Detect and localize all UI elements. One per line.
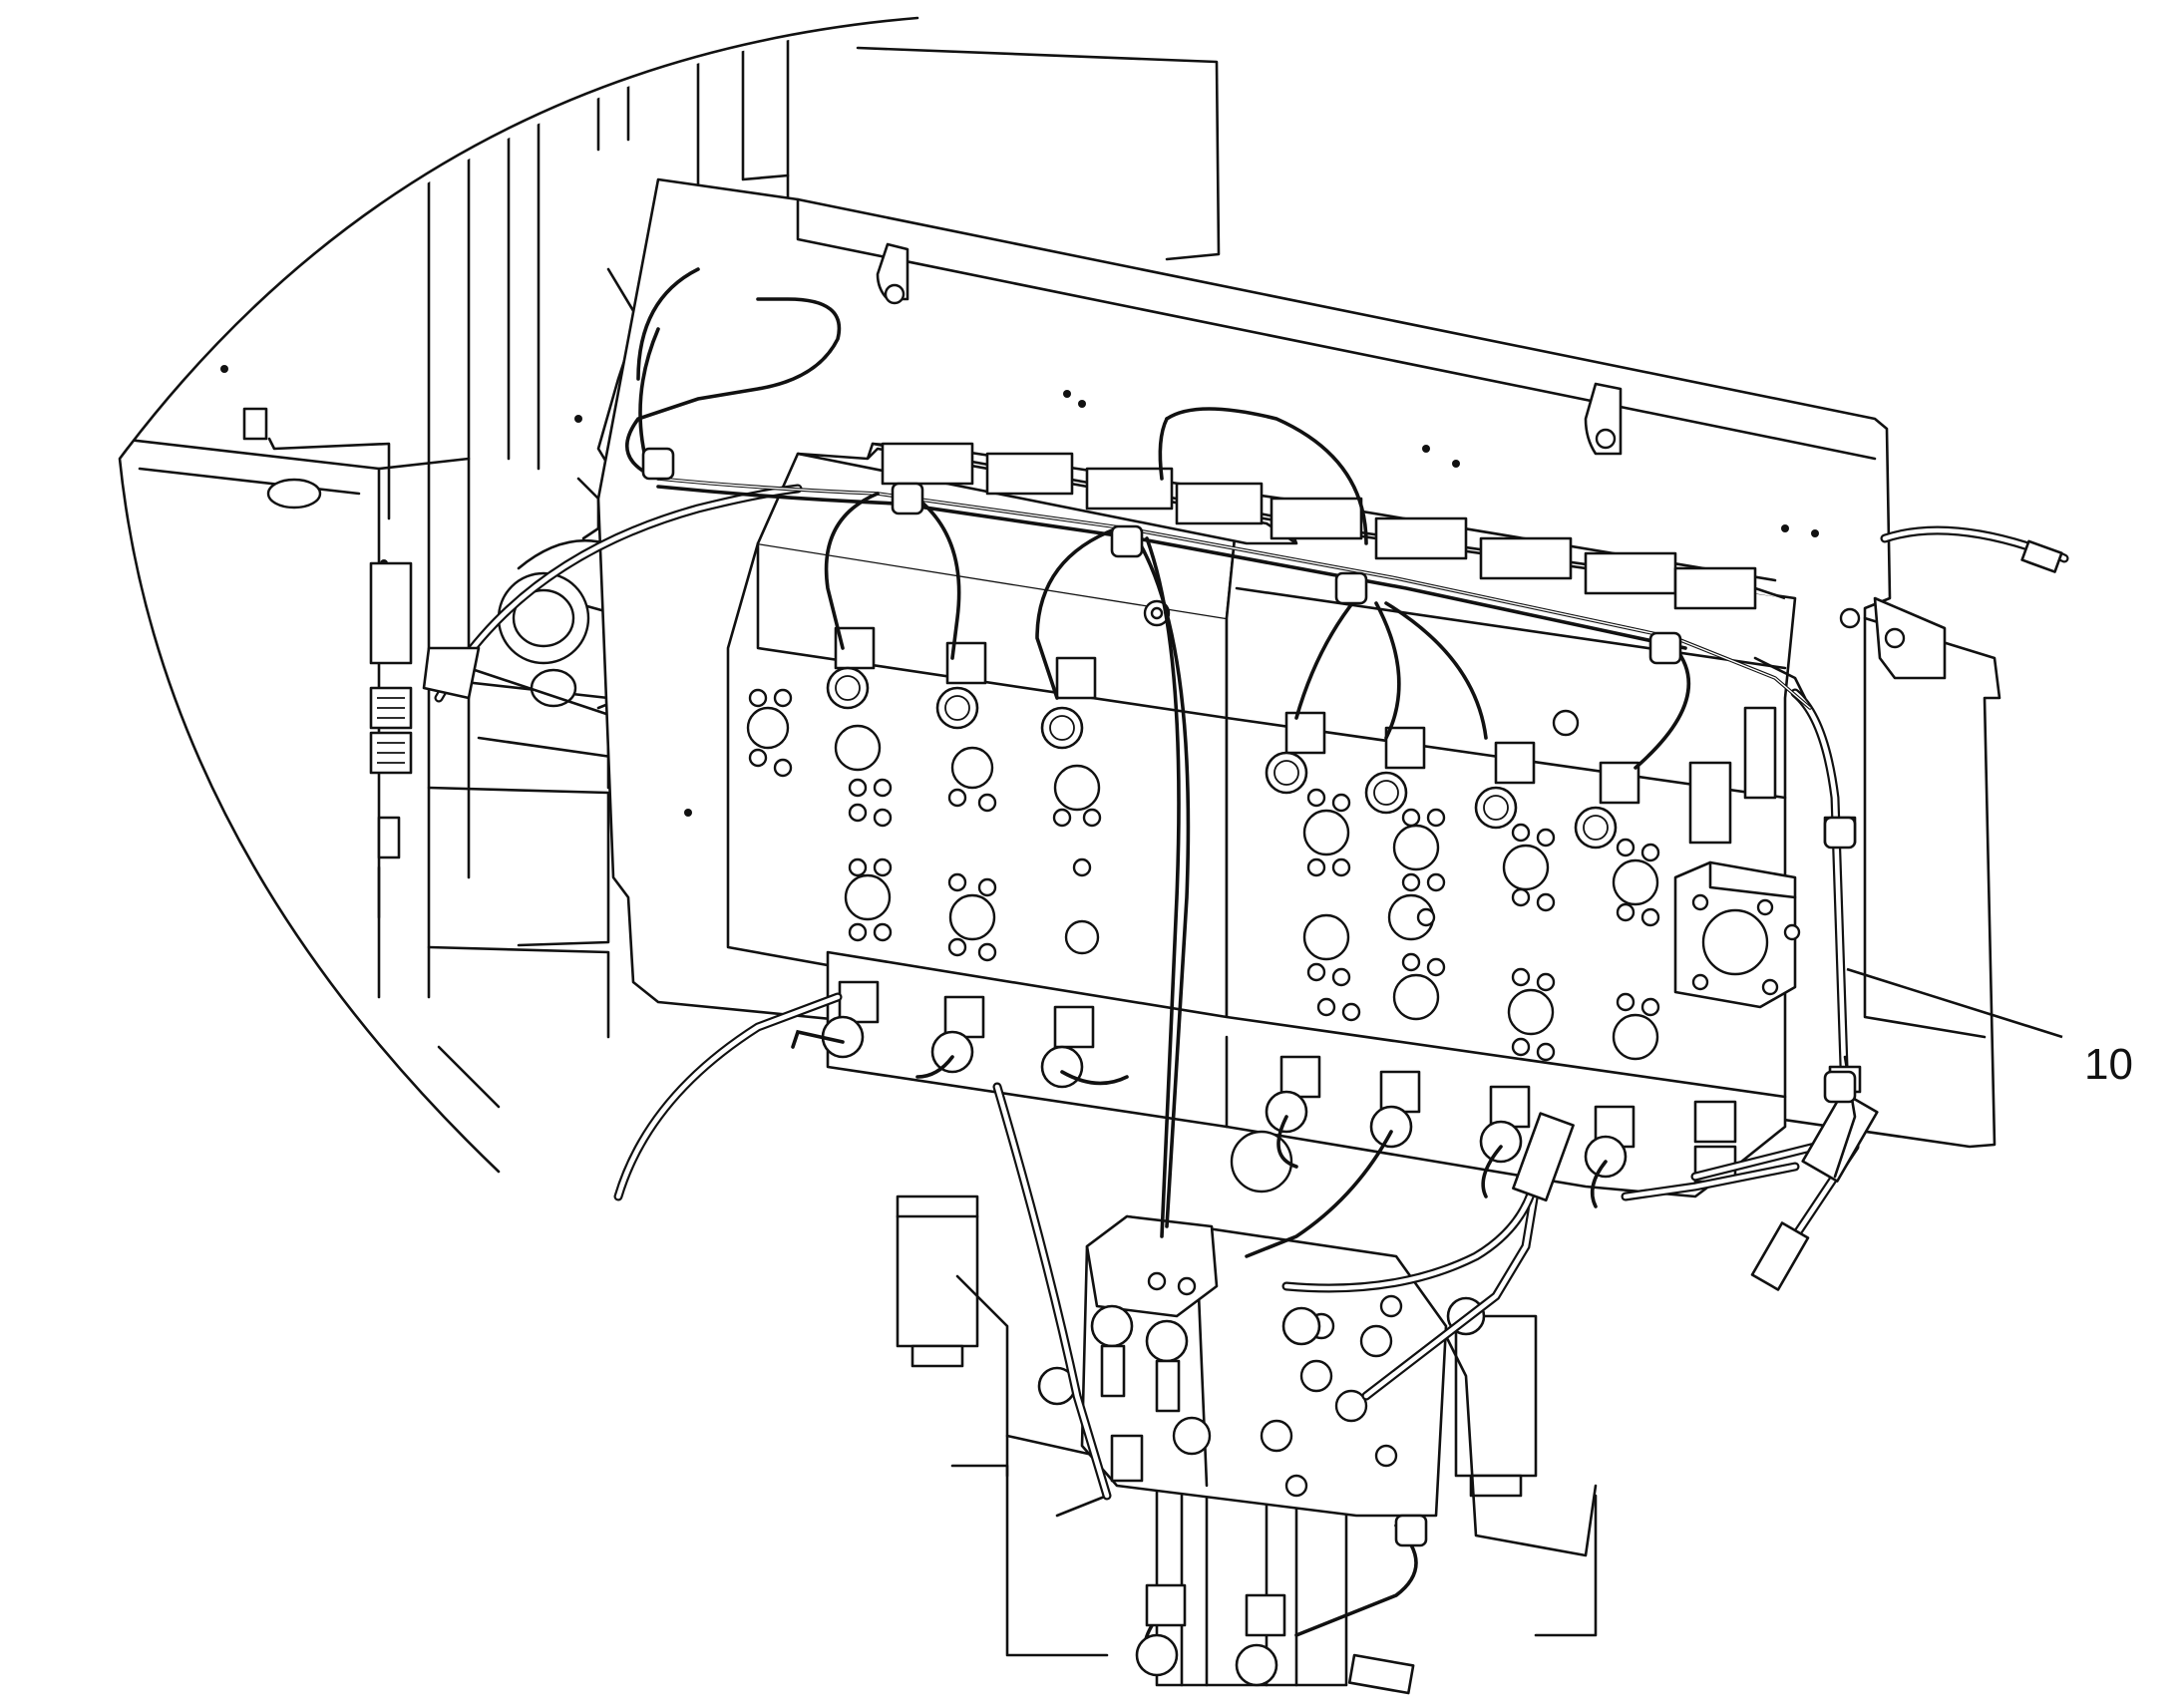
callout-leader-line <box>1846 967 2063 1039</box>
solenoid-coil <box>1369 1070 1421 1149</box>
solenoid-coil <box>1364 726 1426 815</box>
valve-ports-left <box>746 688 1102 962</box>
upper-coil-rail <box>796 442 1786 627</box>
solenoid-coil <box>1040 656 1097 750</box>
callout-10: 10 <box>1846 967 2133 1089</box>
solenoid-coil <box>1574 761 1640 850</box>
solenoid-coil <box>1265 1055 1321 1134</box>
solenoid-coil <box>1479 1085 1531 1164</box>
solenoid-coil <box>1265 711 1326 795</box>
detail-view-boundary <box>118 16 919 1174</box>
left-hose-assembly <box>422 484 1575 1501</box>
solenoid-coil <box>930 995 985 1074</box>
solenoid-coil <box>826 626 876 710</box>
wiring-harness <box>625 267 1857 1657</box>
solenoid-coils-lower <box>821 980 1635 1179</box>
valve-ports-right <box>1302 709 1660 1062</box>
callout-label: 10 <box>2084 1040 2133 1089</box>
solenoid-coil <box>1584 1105 1635 1179</box>
solenoid-coil <box>935 641 987 730</box>
solenoid-coil <box>1474 741 1536 830</box>
solenoid-coils-upper <box>826 626 1640 850</box>
bottom-solenoids <box>1135 1583 1415 1695</box>
bottom-manifold <box>1005 1130 1486 1518</box>
junction-panel <box>369 561 413 999</box>
solenoid-coil <box>821 980 880 1059</box>
end-manifold-block <box>1673 860 1801 1009</box>
